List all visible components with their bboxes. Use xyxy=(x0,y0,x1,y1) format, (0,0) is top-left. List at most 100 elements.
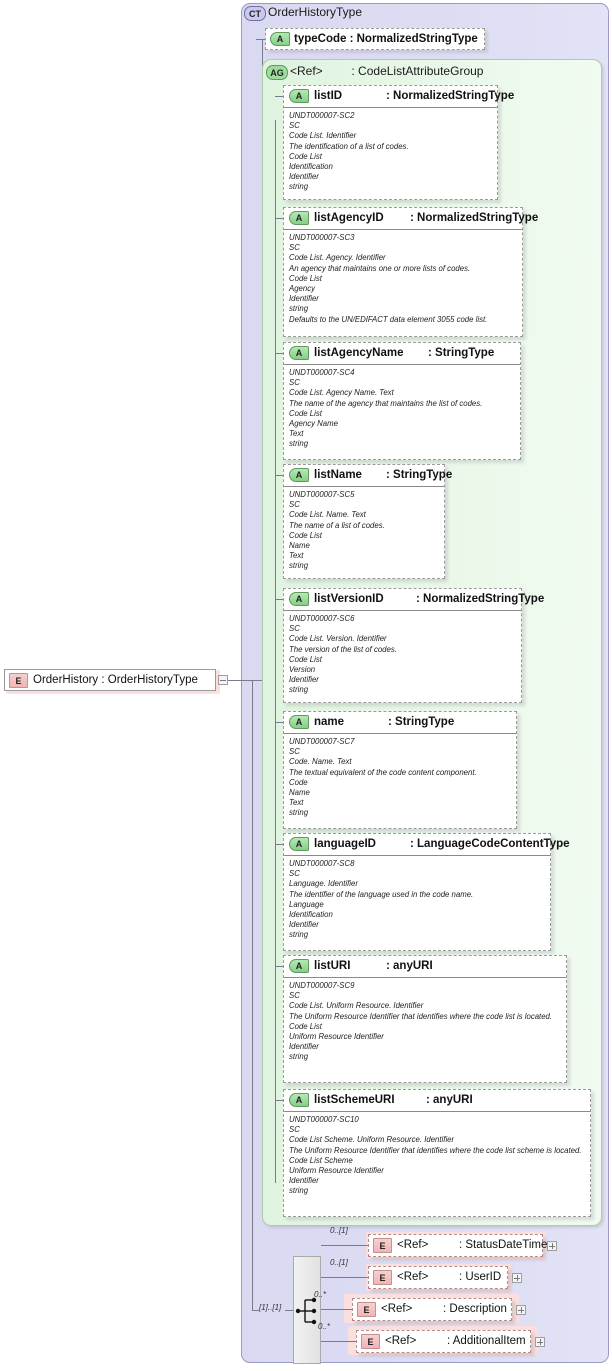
element-ref-statusdatetime-box[interactable]: E<Ref>: StatusDateTime xyxy=(368,1234,547,1257)
complex-type-title: OrderHistoryType xyxy=(268,5,363,19)
expand-toggle-icon[interactable] xyxy=(547,1241,557,1251)
documentation-line: string xyxy=(289,182,309,192)
connector-attribute xyxy=(275,966,283,967)
documentation-line: UNDT000007-SC10 xyxy=(289,1115,359,1124)
documentation-line: Code List xyxy=(289,1021,322,1031)
connector-attribute xyxy=(275,722,283,723)
documentation-line: The name of the agency that maintains th… xyxy=(289,398,483,408)
documentation-line: Code List xyxy=(289,654,322,664)
element-badge: E xyxy=(373,1270,392,1285)
connector-spine-attributes xyxy=(275,120,276,1183)
collapse-toggle-icon[interactable] xyxy=(218,675,228,685)
element-multiplicity-label: 0..* xyxy=(314,1290,327,1299)
documentation-line: Code List. Identifier xyxy=(289,131,357,141)
documentation-line: UNDT000007-SC8 xyxy=(289,859,355,868)
connector-element xyxy=(321,1277,368,1278)
documentation-line: The identifier of the language used in t… xyxy=(289,889,474,899)
attribute-type: : NormalizedStringType xyxy=(386,90,515,102)
attribute-name: listURI xyxy=(314,960,351,972)
element-ref-additionalitem-box[interactable]: E<Ref>: AdditionalItem xyxy=(356,1330,531,1353)
documentation-line: string xyxy=(289,561,309,571)
expand-toggle-icon[interactable] xyxy=(535,1337,545,1347)
element-badge: E xyxy=(361,1334,380,1349)
documentation-line: string xyxy=(289,439,309,449)
documentation-line: Agency Name xyxy=(289,419,338,429)
documentation-line: SC xyxy=(289,378,300,388)
element-ref-description-box[interactable]: E<Ref>: Description xyxy=(352,1298,512,1321)
element-ref-label: <Ref> xyxy=(397,1271,429,1283)
attribute-type: : NormalizedStringType xyxy=(410,212,539,224)
root-element-label: OrderHistory : OrderHistoryType xyxy=(33,674,198,686)
root-element-box[interactable]: E OrderHistory : OrderHistoryType xyxy=(4,669,216,691)
documentation-line: The Uniform Resource Identifier that ide… xyxy=(289,1145,582,1155)
attribute-type: : anyURI xyxy=(426,1094,473,1106)
element-badge: E xyxy=(9,673,28,688)
documentation-line: Code List. Version. Identifier xyxy=(289,634,387,644)
element-ref-label: <Ref> xyxy=(397,1239,429,1251)
attribute-typecode-box[interactable]: A typeCode : NormalizedStringType xyxy=(265,28,485,50)
documentation-line: The Uniform Resource Identifier that ide… xyxy=(289,1011,553,1021)
documentation-line: Code List. Uniform Resource. Identifier xyxy=(289,1001,424,1011)
attribute-type: : LanguageCodeContentType xyxy=(410,838,570,850)
connector-attribute xyxy=(275,1100,283,1101)
attribute-name: listAgencyID xyxy=(314,212,384,224)
documentation-line: The textual equivalent of the code conte… xyxy=(289,767,477,777)
documentation-line: Name xyxy=(289,541,310,551)
element-ref-userid-box[interactable]: E<Ref>: UserID xyxy=(368,1266,508,1289)
attribute-name: name xyxy=(314,716,345,728)
documentation-line: UNDT000007-SC7 xyxy=(289,737,355,746)
documentation-line: Uniform Resource Identifier xyxy=(289,1032,384,1042)
sequence-compositor-icon xyxy=(295,1297,317,1325)
documentation-line: The name of a list of codes. xyxy=(289,520,385,530)
documentation-line: SC xyxy=(289,1125,300,1135)
documentation-line: SC xyxy=(289,747,300,757)
connector-to-sequence-left xyxy=(252,1310,260,1311)
documentation-line: Code List xyxy=(289,530,322,540)
attribute-badge: A xyxy=(289,837,309,851)
documentation-line: Identifier xyxy=(289,920,319,930)
documentation-line: Name xyxy=(289,788,310,798)
documentation-line: SC xyxy=(289,624,300,634)
expand-toggle-icon[interactable] xyxy=(516,1305,526,1315)
attribute-type: : anyURI xyxy=(386,960,433,972)
connector-attribute xyxy=(275,844,283,845)
documentation-line: UNDT000007-SC6 xyxy=(289,614,355,623)
documentation-line: Code List xyxy=(289,273,322,283)
documentation-line: UNDT000007-SC3 xyxy=(289,233,355,242)
attribute-name: listName xyxy=(314,469,362,481)
connector-element xyxy=(321,1341,356,1342)
documentation-line: Agency xyxy=(289,284,316,294)
sequence-compositor-box[interactable] xyxy=(293,1256,321,1364)
documentation-line: Identifier xyxy=(289,1042,319,1052)
attribute-group-ref-label: <Ref> xyxy=(290,64,323,78)
connector-typecode xyxy=(256,39,265,40)
element-badge: E xyxy=(357,1302,376,1317)
element-ref-label: <Ref> xyxy=(385,1335,417,1347)
documentation-line: Text xyxy=(289,551,304,561)
attribute-badge: A xyxy=(289,346,309,360)
connector-spine-top xyxy=(262,39,263,81)
attribute-name: listID xyxy=(314,90,343,102)
documentation-line: Code List xyxy=(289,151,322,161)
documentation-line: SC xyxy=(289,121,300,131)
expand-toggle-icon[interactable] xyxy=(512,1273,522,1283)
element-multiplicity-label: 0..[1] xyxy=(330,1258,348,1267)
documentation-line: Code. Name. Text xyxy=(289,757,352,767)
